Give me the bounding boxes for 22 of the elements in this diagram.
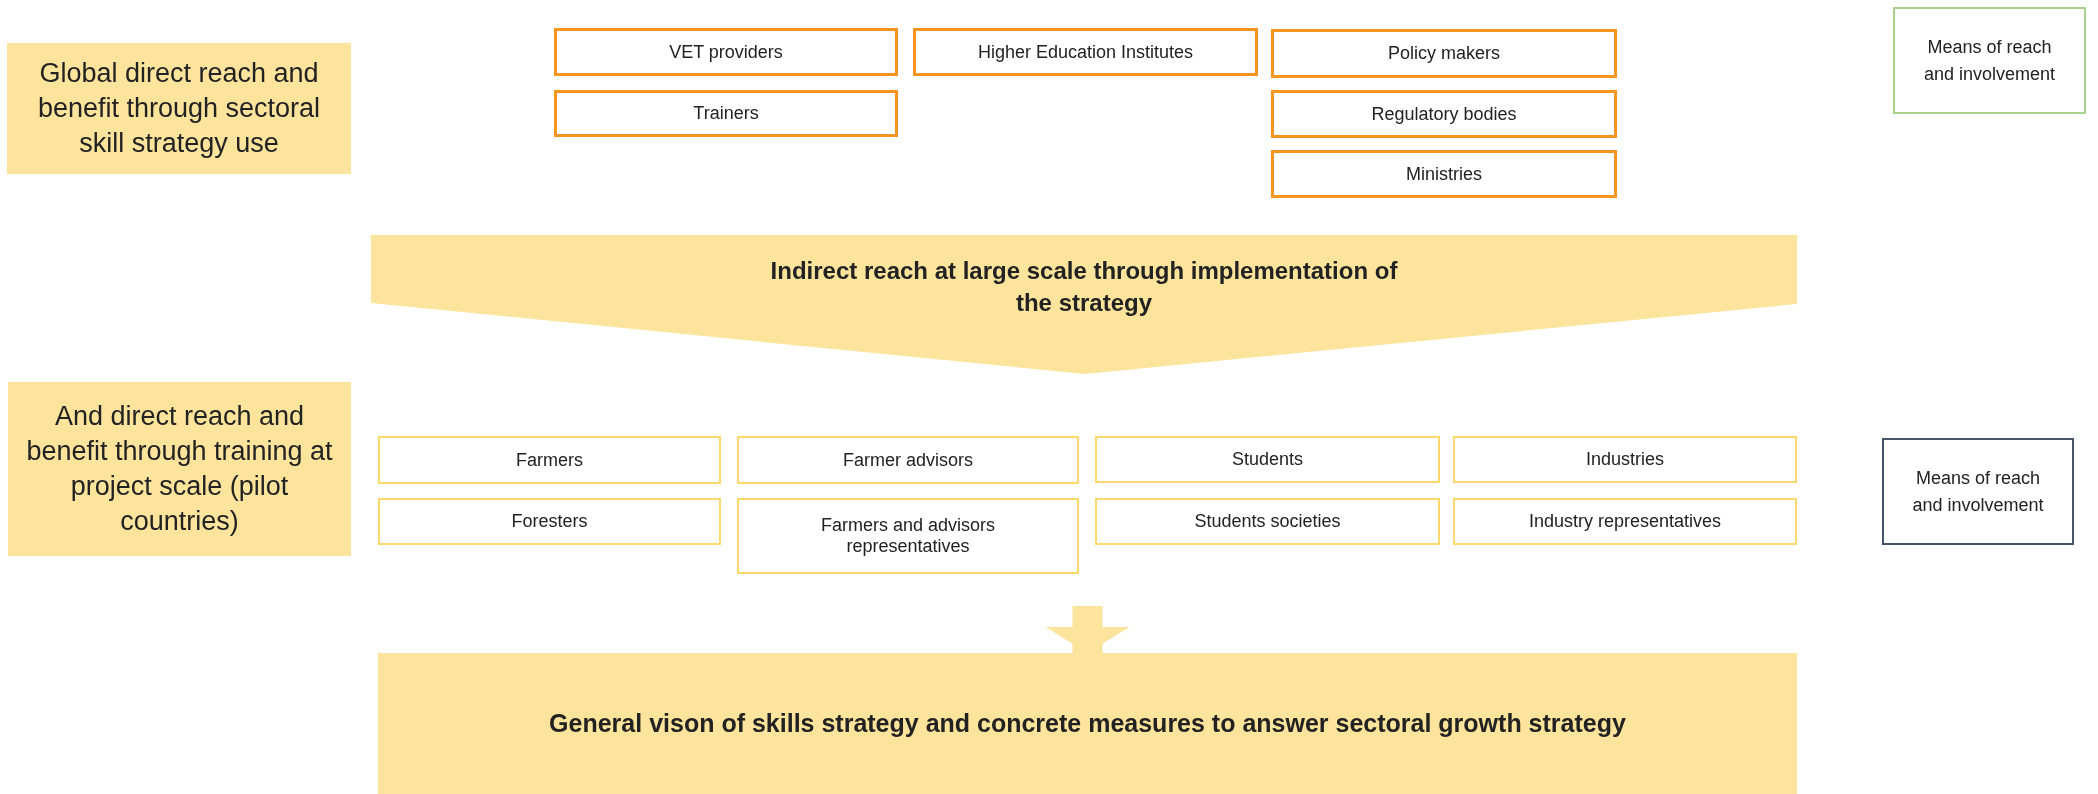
stakeholder-box: Industries <box>1453 436 1797 483</box>
stakeholder-box: Trainers <box>554 90 898 137</box>
stakeholder-box: Students <box>1095 436 1440 483</box>
banner-text: Indirect reach at large scale through implementation of the strategy <box>769 256 1399 319</box>
chevron-banner <box>371 235 1797 374</box>
block-arrow <box>1045 606 1130 653</box>
stakeholder-box: Farmers <box>378 436 721 484</box>
stakeholder-box: Regulatory bodies <box>1271 90 1617 138</box>
reach-description-box: Global direct reach and benefit through sectoral skill strategy use <box>7 43 351 174</box>
stakeholder-box: Industry representatives <box>1453 498 1797 545</box>
stakeholder-box: Higher Education Institutes <box>913 28 1258 76</box>
stakeholder-box: VET providers <box>554 28 898 76</box>
stakeholder-box: Farmer advisors <box>737 436 1079 484</box>
stakeholder-box: Policy makers <box>1271 29 1617 78</box>
stakeholder-box: Farmers and advisors representatives <box>737 498 1079 574</box>
stakeholder-box: Ministries <box>1271 150 1617 198</box>
vision-box: General vison of skills strategy and concrete measures to answer sectoral growth strategy <box>378 653 1797 794</box>
reach-description-box: And direct reach and benefit through training at project scale (pilot countries) <box>8 382 351 556</box>
stakeholder-box: Students societies <box>1095 498 1440 545</box>
stakeholder-box: Foresters <box>378 498 721 545</box>
means-box: Means of reach and involvement <box>1882 438 2074 545</box>
means-box: Means of reach and involvement <box>1893 7 2086 114</box>
